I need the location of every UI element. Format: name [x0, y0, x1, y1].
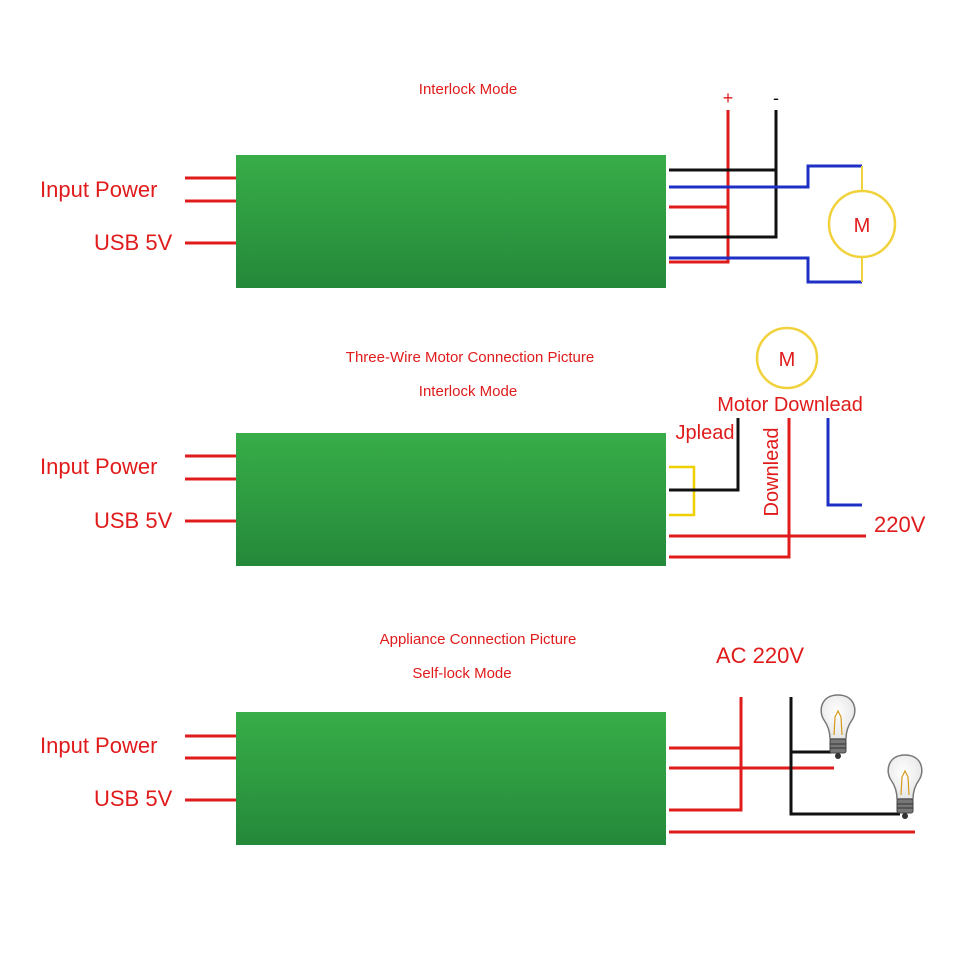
pcb: AC/DC 7-32V RoHS CE: [236, 433, 666, 566]
relay-board: AC/DC 7-32V RoHS CE: [236, 155, 666, 288]
downlead-label: Downlead: [761, 428, 783, 517]
section-2: Three-Wire Motor Connection Picture Inte…: [40, 326, 926, 566]
section-subtitle: Self-lock Mode: [412, 665, 511, 682]
uplead-label: Jplead: [676, 422, 735, 444]
minus-wire-b: [669, 150, 778, 239]
motor-icon: [755, 326, 819, 390]
plus-wire-a: [669, 110, 730, 209]
section-title: Appliance Connection Picture: [380, 631, 577, 648]
motor-symbol: M: [779, 349, 796, 371]
motor-wire-1: [669, 164, 862, 189]
pcb: AC/DC 7-32V RoHS CE: [236, 155, 666, 288]
neutral-wire: [826, 418, 862, 507]
section-subtitle: Interlock Mode: [419, 383, 517, 400]
neutral-wire-b: [789, 752, 900, 816]
motor-wire-2: [669, 256, 862, 284]
section-1: Interlock Mode Input Power USB 5V AC/DC …: [40, 81, 897, 288]
usb-label: USB 5V: [94, 508, 173, 533]
voltage-label: AC 220V: [716, 643, 804, 668]
downlead-wire: [669, 418, 791, 559]
light-bulb-icon: [820, 694, 856, 759]
motor-icon: [827, 189, 897, 259]
section-title: Interlock Mode: [419, 81, 517, 98]
uplead-wire: [669, 418, 740, 492]
motor-downlead-label: Motor Downlead: [717, 394, 863, 416]
input-power-label: Input Power: [40, 733, 157, 758]
usb-label: USB 5V: [94, 786, 173, 811]
live-wire-a: [669, 697, 743, 750]
light-bulb-icon: [887, 754, 923, 819]
motor-symbol: M: [854, 215, 871, 237]
relay-board: AC/DC 7-32V RoHS CE: [236, 433, 666, 566]
voltage-label: 220V: [874, 512, 926, 537]
plus-label: +: [723, 88, 734, 108]
input-power-label: Input Power: [40, 454, 157, 479]
live-wire-b: [669, 740, 743, 812]
pcb: AC/DC 7-32V RoHS CE: [236, 712, 666, 845]
section-title: Three-Wire Motor Connection Picture: [346, 349, 594, 366]
usb-label: USB 5V: [94, 230, 173, 255]
section-3: Appliance Connection Picture Self-lock M…: [40, 631, 923, 845]
minus-label: -: [773, 88, 779, 108]
relay-board: AC/DC 7-32V RoHS CE: [236, 712, 666, 845]
minus-wire-a: [669, 110, 778, 172]
input-power-label: Input Power: [40, 177, 157, 202]
plus-wire-b: [669, 162, 730, 264]
